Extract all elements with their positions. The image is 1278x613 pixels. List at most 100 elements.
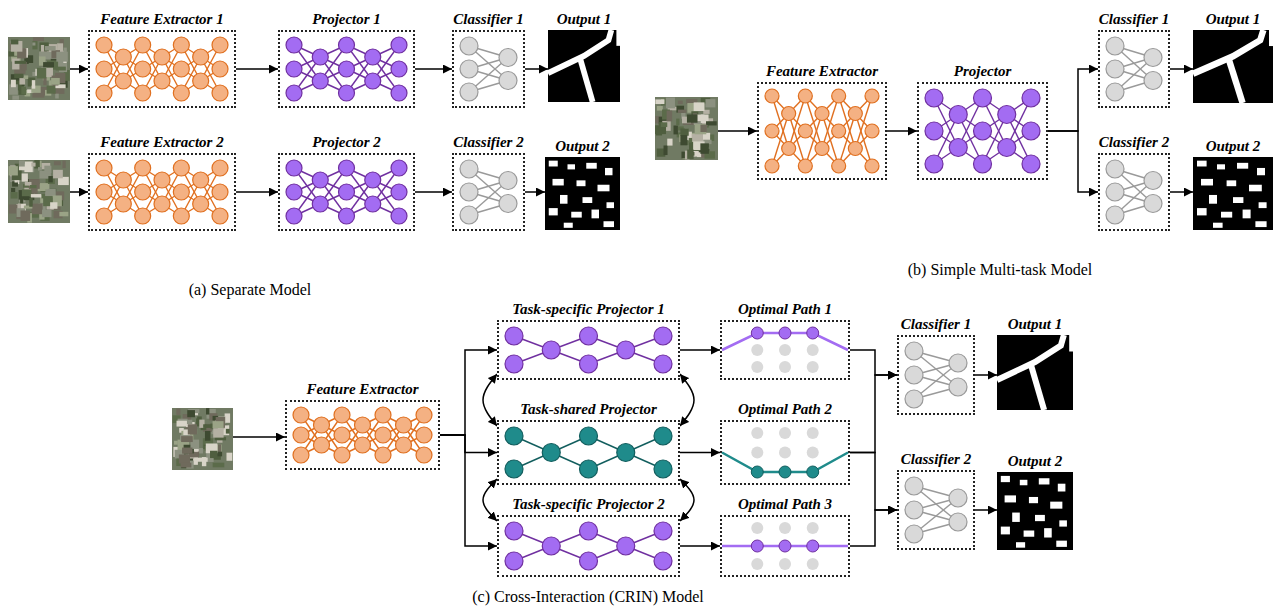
network-icon (499, 422, 678, 483)
building-mask (1249, 185, 1262, 192)
neuron (96, 184, 112, 200)
neuron (293, 447, 309, 463)
building-mask (553, 179, 564, 186)
path-neuron (779, 327, 791, 339)
road-mask (1069, 335, 1073, 352)
image-texture (31, 194, 41, 197)
image-texture (678, 110, 687, 113)
neuron (782, 107, 796, 121)
neuron (654, 327, 672, 345)
building-mask (598, 185, 610, 192)
image-texture (695, 124, 707, 134)
neuron (654, 460, 672, 478)
neuron (949, 489, 967, 507)
neuron (391, 184, 407, 200)
path-neuron (807, 466, 819, 478)
neuron (173, 160, 189, 176)
arrow-connector (850, 375, 897, 453)
neuron (314, 437, 330, 453)
output-mask: Output 2 (997, 472, 1073, 550)
image-texture (47, 86, 56, 94)
neuron (654, 552, 672, 570)
neuron (1106, 83, 1124, 101)
neuron (815, 107, 829, 121)
image-texture (657, 106, 663, 111)
synapse (822, 96, 839, 149)
network-module: Classifier 2 (897, 470, 975, 550)
arrow-connector (850, 510, 897, 546)
image-texture (176, 409, 180, 415)
neuron (1106, 60, 1124, 78)
neuron (312, 196, 328, 212)
synapse (789, 96, 806, 149)
building-mask (1056, 541, 1067, 547)
module-title: Classifier 2 (1060, 134, 1208, 152)
image-texture (12, 59, 19, 70)
neuron (365, 49, 381, 65)
module-title: Optimal Path 3 (682, 496, 888, 514)
neuron (617, 444, 635, 462)
image-texture (39, 52, 48, 57)
image-texture (32, 204, 43, 215)
mask-image (548, 30, 620, 102)
neuron (925, 122, 943, 140)
image-texture (55, 94, 59, 99)
module-title: Output 2 (505, 138, 660, 156)
network-icon (280, 32, 413, 106)
path-neuron (751, 344, 763, 356)
arrow-connector (680, 374, 694, 426)
output-mask: Output 1 (1193, 30, 1273, 103)
path-neuron (751, 558, 763, 570)
image-texture (655, 99, 664, 104)
road-mask (1031, 366, 1044, 410)
building-mask (586, 163, 597, 169)
network-icon (499, 517, 678, 575)
neuron (782, 142, 796, 156)
arrow-connector (680, 545, 720, 547)
neuron (173, 85, 189, 101)
neuron (505, 460, 523, 478)
neuron (905, 525, 923, 543)
path-neuron (779, 522, 791, 534)
neuron (460, 83, 478, 101)
neuron (905, 366, 923, 384)
neuron (154, 49, 170, 65)
satellite-image (655, 97, 718, 160)
neuron (396, 437, 412, 453)
neuron (115, 196, 131, 212)
module-title: Output 2 (1153, 138, 1278, 156)
neuron (334, 447, 350, 463)
image-texture (213, 463, 225, 468)
neuron (286, 85, 302, 101)
neuron (580, 427, 598, 445)
neuron (654, 355, 672, 373)
neuron (312, 172, 328, 188)
network-icon (722, 322, 848, 378)
image-texture (689, 138, 692, 142)
module-title: Output 1 (1153, 11, 1278, 29)
neuron (375, 407, 391, 423)
neuron (334, 427, 350, 443)
building-mask (1221, 212, 1232, 218)
building-mask (1012, 513, 1020, 522)
neuron (96, 208, 112, 224)
neuron (580, 522, 598, 540)
arrow-connector (1048, 131, 1098, 192)
path-neuron (751, 447, 763, 459)
image-texture (33, 37, 44, 41)
neuron (334, 407, 350, 423)
image-texture (9, 205, 18, 214)
arrow-connector (680, 349, 720, 351)
path-neuron (807, 540, 819, 552)
image-texture (11, 80, 16, 88)
path-neuron (779, 447, 791, 459)
neuron (391, 37, 407, 53)
network-icon (722, 422, 848, 483)
neuron (505, 552, 523, 570)
path-neuron (779, 361, 791, 373)
mask-ground (997, 472, 1073, 550)
image-texture (21, 87, 26, 95)
image-texture (206, 408, 209, 414)
neuron (96, 37, 112, 53)
module-title: Output 2 (957, 453, 1113, 471)
